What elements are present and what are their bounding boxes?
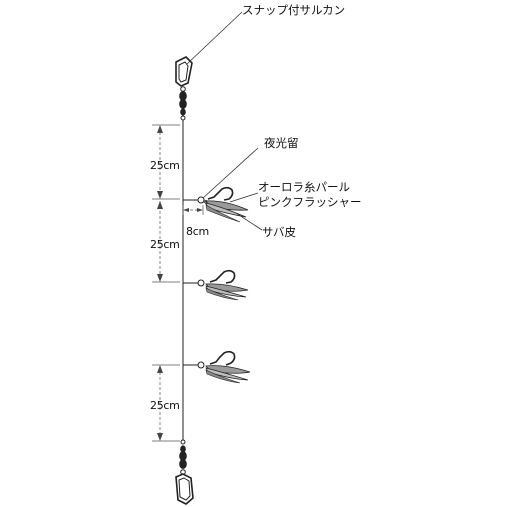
leader-mackerel [235, 212, 263, 231]
branch-length-label: 8cm [186, 225, 209, 238]
top-snap-swivel [175, 56, 193, 121]
leader-swivel [186, 11, 243, 65]
swivel-icon [180, 445, 186, 453]
hook-icon [209, 350, 236, 366]
luminous-bead-icon [197, 361, 205, 369]
label-flasher: ピンクフラッシャー [258, 195, 362, 209]
dimension-top: 25cm [150, 124, 180, 200]
dimension-bottom: 25cm [150, 364, 180, 442]
swivel-icon [179, 91, 187, 101]
leader-aurora [229, 192, 259, 203]
dimension-branch: 8cm [182, 205, 209, 238]
luminous-bead-icon [197, 279, 205, 287]
branch-3 [183, 350, 251, 384]
label-snap-swivel: スナップ付サルカン [242, 3, 345, 17]
branch-2 [183, 269, 249, 301]
hook-icon [207, 186, 234, 201]
bottom-snap-swivel [175, 439, 194, 505]
spacing-label-top: 25cm [150, 159, 180, 172]
label-aurora-line: オーロラ糸パール [258, 180, 350, 194]
label-luminous-stopper: 夜光留 [264, 136, 299, 150]
spacing-label-bottom: 25cm [150, 399, 180, 412]
leader-luminous [202, 147, 259, 199]
label-mackerel-skin: サバ皮 [262, 225, 297, 239]
branch-1 [183, 186, 249, 223]
spacing-label-middle: 25cm [150, 238, 180, 251]
dimension-middle: 25cm [150, 201, 180, 283]
hook-icon [209, 269, 236, 284]
